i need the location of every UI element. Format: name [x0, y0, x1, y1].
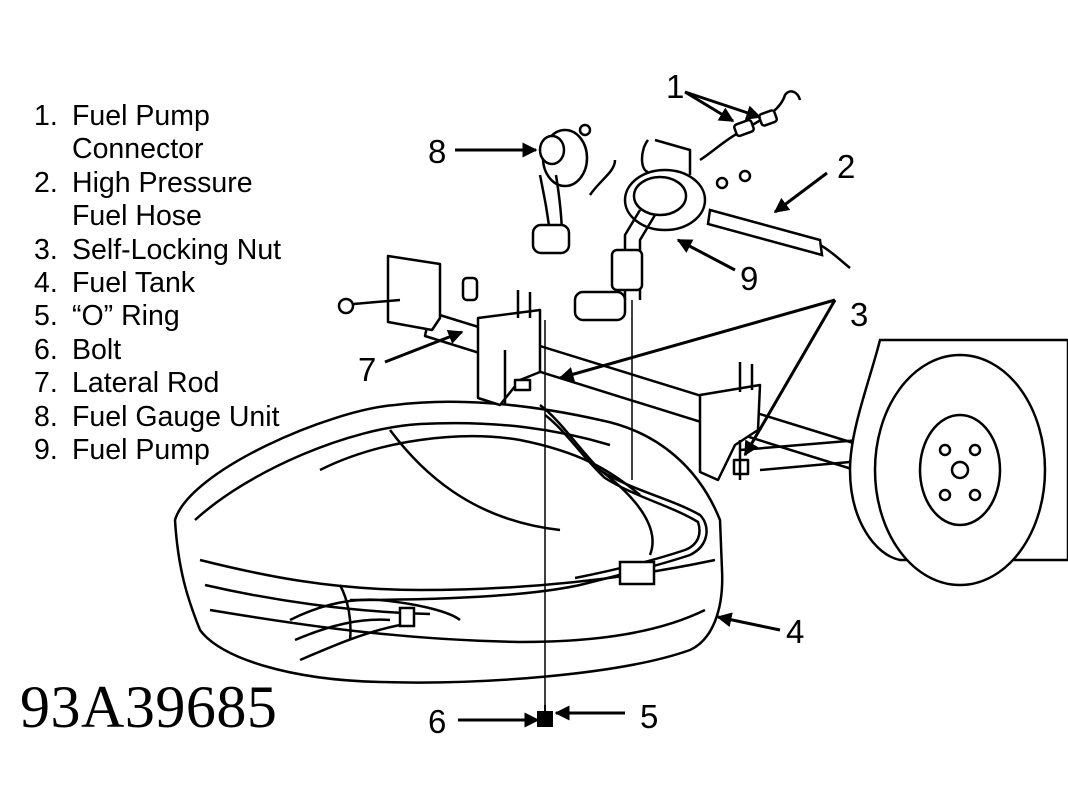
- lateral-rod-drawing: [337, 254, 862, 482]
- callout-numbers: 1 2 3 4 5 6 7 8 9: [358, 68, 868, 740]
- callout-5: 5: [640, 698, 658, 735]
- callout-2: 2: [837, 148, 855, 185]
- legend-item-9: 9.Fuel Pump: [34, 434, 210, 467]
- legend-item-8: 8.Fuel Gauge Unit: [34, 400, 280, 433]
- fuel-line-drawing: [289, 404, 708, 662]
- legend-item-6: 6.Bolt: [34, 333, 122, 366]
- fuel-tank-drawing: [173, 400, 724, 684]
- legend-item-2-cont: Fuel Hose: [72, 200, 202, 233]
- leader-arrows: [384, 90, 837, 728]
- figure-code: 93A39685: [20, 674, 278, 740]
- legend-item-3: 3.Self-Locking Nut: [34, 233, 282, 266]
- callout-3: 3: [850, 296, 868, 333]
- legend-item-4: 4.Fuel Tank: [34, 267, 196, 300]
- brake-disc-drawing: [848, 338, 1068, 587]
- legend-item-2: 2.High Pressure: [34, 166, 253, 199]
- legend-item-1-cont: Connector: [72, 133, 204, 166]
- callout-1: 1: [666, 68, 684, 105]
- fuel-pump-drawing: [573, 138, 851, 322]
- legend-item-1: 1.Fuel Pump: [34, 100, 210, 132]
- callout-6: 6: [428, 703, 446, 740]
- parts-legend: 1.Fuel Pump Connector 2.High Pressure Fu…: [34, 100, 281, 467]
- connector-drawing: [699, 90, 802, 162]
- callout-9: 9: [740, 260, 758, 297]
- fuel-gauge-unit-drawing: [531, 123, 617, 255]
- callout-8: 8: [428, 133, 446, 170]
- callout-4: 4: [786, 613, 804, 650]
- callout-7: 7: [358, 351, 376, 388]
- legend-item-7: 7.Lateral Rod: [34, 367, 220, 400]
- bolt-drawing: [537, 705, 553, 727]
- legend-item-5: 5.“O” Ring: [34, 300, 180, 333]
